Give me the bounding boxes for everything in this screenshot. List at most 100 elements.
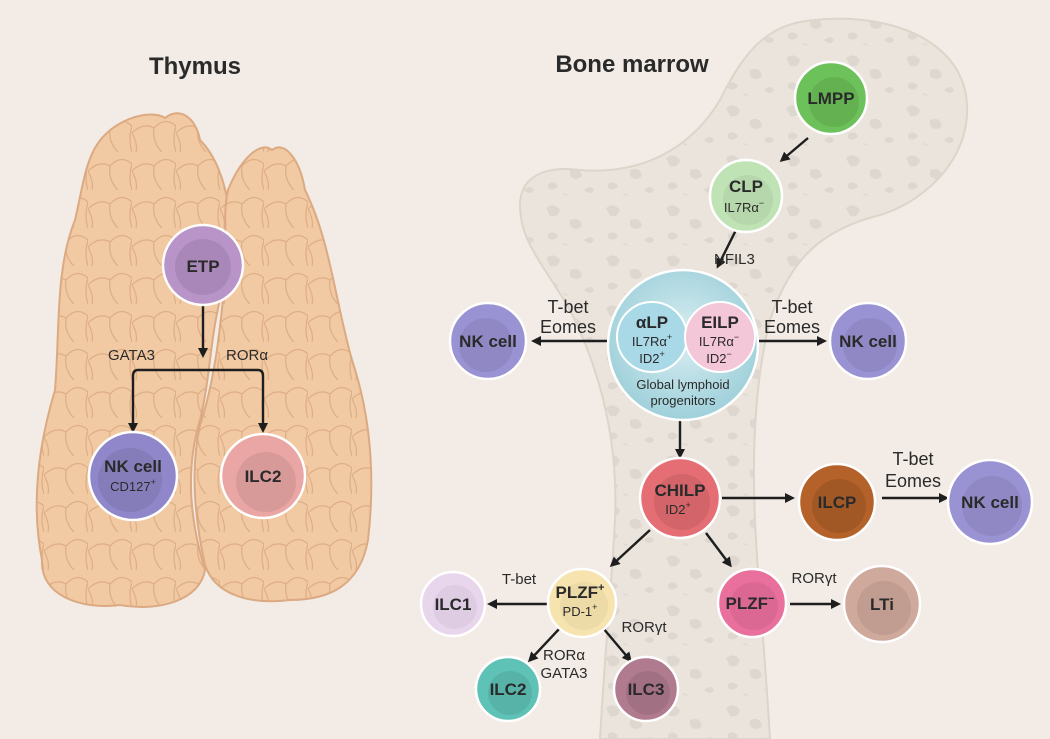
cell-ilc2-bm-membrane — [474, 655, 542, 723]
label-gata3-ilc2: GATA3 — [541, 665, 588, 682]
label-rorgt-lti: RORγt — [792, 570, 838, 587]
cell-ilcp-label: ILCP — [818, 493, 857, 512]
cell-nk-thymus-membrane — [87, 430, 179, 522]
cell-ilc3-membrane — [612, 655, 680, 723]
glp-label-line1: Global lymphoid — [636, 377, 729, 392]
cell-alp: αLP IL7Rα+ ID2+ — [616, 301, 688, 373]
label-eomes-ilcp: Eomes — [885, 471, 941, 491]
cell-etp: ETP — [161, 223, 245, 307]
cell-ilc3-label: ILC3 — [628, 680, 665, 699]
cell-nk-right-nucleus — [843, 318, 897, 372]
label-rora-thymus: RORα — [226, 347, 268, 364]
cell-nk-far-membrane — [946, 458, 1034, 546]
cell-nk-far-label: NK cell — [961, 493, 1019, 512]
cell-chilp-label: CHILP — [655, 481, 706, 500]
cell-ilc1-nucleus — [433, 585, 477, 629]
arrows — [128, 137, 949, 663]
glp-label-line2: progenitors — [650, 393, 716, 408]
cell-plzf-neg: PLZF− — [716, 567, 788, 639]
cell-ilc2-thymus-nucleus — [236, 452, 296, 512]
cell-eilp-membrane — [684, 301, 756, 373]
arrow-clp-glp — [716, 227, 739, 269]
cell-nk-thymus: NK cell CD127+ — [87, 430, 179, 522]
cell-alp-label: αLP — [636, 313, 668, 332]
cell-nk-thymus-nucleus — [98, 448, 162, 512]
cell-ilc2-thymus-label: ILC2 — [245, 467, 282, 486]
cell-nk-left: NK cell — [448, 301, 528, 381]
cell-clp-membrane — [708, 158, 784, 234]
label-rorgt-ilc3: RORγt — [622, 619, 668, 636]
thymus-title: Thymus — [149, 53, 241, 80]
arrow-plzf-pos-ilc3 — [602, 627, 632, 663]
cell-ilcp: ILCP — [797, 462, 877, 542]
cell-etp-membrane — [161, 223, 245, 307]
cell-plzf-neg-membrane — [716, 567, 788, 639]
cell-chilp: CHILP ID2+ — [638, 456, 722, 540]
cell-eilp: EILP IL7Rα− ID2− — [684, 301, 756, 373]
cell-nk-far-nucleus — [962, 476, 1022, 536]
cell-nk-left-nucleus — [459, 318, 513, 372]
cell-chilp-marker: ID2+ — [665, 500, 691, 517]
cell-plzf-pos-marker: PD-1+ — [563, 602, 598, 619]
arrow-to-nk-thymus — [128, 368, 203, 433]
cell-eilp-label: EILP — [701, 313, 739, 332]
label-tbet-right: T-bet — [771, 297, 812, 317]
arrow-plzf-pos-ilc2 — [527, 627, 561, 663]
label-tbet-ilcp: T-bet — [892, 449, 933, 469]
cell-plzf-pos-label: PLZF+ — [556, 582, 605, 602]
label-eomes-right: Eomes — [764, 317, 820, 337]
cell-nk-right: NK cell — [828, 301, 908, 381]
cell-ilc2-bm: ILC2 — [474, 655, 542, 723]
cell-etp-nucleus — [175, 239, 231, 295]
cell-clp: CLP IL7Rα− — [708, 158, 784, 234]
cell-lti-label: LTi — [870, 595, 894, 614]
thymus-organ — [35, 112, 373, 608]
cell-lti-membrane — [842, 564, 922, 644]
cell-eilp-marker2: ID2− — [706, 349, 732, 366]
label-rora-ilc2: RORα — [543, 647, 585, 664]
cell-alp-marker1: IL7Rα+ — [632, 332, 672, 349]
cell-nk-left-membrane — [448, 301, 528, 381]
cell-nk-thymus-marker: CD127+ — [110, 477, 156, 494]
cell-eilp-marker1: IL7Rα− — [699, 332, 739, 349]
cell-chilp-nucleus — [654, 474, 710, 530]
arrow-chilp-plzf-neg — [705, 532, 732, 568]
cell-nk-thymus-label: NK cell — [104, 457, 162, 476]
label-eomes-left: Eomes — [540, 317, 596, 337]
cell-ilc3: ILC3 — [612, 655, 680, 723]
cell-ilcp-nucleus — [812, 479, 866, 533]
arrow-to-ilc2-thymus — [203, 368, 268, 433]
cell-clp-nucleus — [723, 175, 773, 225]
cell-chilp-membrane — [638, 456, 722, 540]
cell-plzf-neg-label: PLZF− — [726, 593, 775, 613]
cell-plzf-pos-membrane — [546, 567, 618, 639]
cell-plzf-neg-nucleus — [730, 582, 778, 630]
cell-alp-marker2: ID2+ — [639, 349, 665, 366]
cell-lmpp-membrane — [793, 60, 869, 136]
cell-nk-right-label: NK cell — [839, 332, 897, 351]
cell-lti: LTi — [842, 564, 922, 644]
cell-clp-label: CLP — [729, 177, 763, 196]
cell-nk-right-membrane — [828, 301, 908, 381]
cell-nk-left-label: NK cell — [459, 332, 517, 351]
cell-ilc1-membrane — [419, 570, 487, 638]
cell-lti-nucleus — [857, 581, 911, 635]
label-nfil3: NFIL3 — [714, 251, 755, 268]
cell-lmpp-nucleus — [809, 77, 859, 127]
cell-plzf-pos-nucleus — [560, 582, 608, 630]
cell-ilc2-thymus: ILC2 — [219, 432, 307, 520]
cell-nk-far: NK cell — [946, 458, 1034, 546]
cell-etp-label: ETP — [186, 257, 219, 276]
cell-ilc2-bm-label: ILC2 — [490, 680, 527, 699]
cell-lmpp-label: LMPP — [807, 89, 854, 108]
cell-ilcp-membrane — [797, 462, 877, 542]
cell-plzf-pos: PLZF+ PD-1+ — [546, 567, 618, 639]
label-tbet-left: T-bet — [547, 297, 588, 317]
cell-lmpp: LMPP — [793, 60, 869, 136]
cell-clp-marker: IL7Rα− — [724, 198, 764, 215]
cell-ilc1: ILC1 — [419, 570, 487, 638]
cell-ilc3-nucleus — [626, 671, 670, 715]
arrow-chilp-plzf-pos — [609, 529, 651, 568]
cell-ilc1-label: ILC1 — [435, 595, 472, 614]
